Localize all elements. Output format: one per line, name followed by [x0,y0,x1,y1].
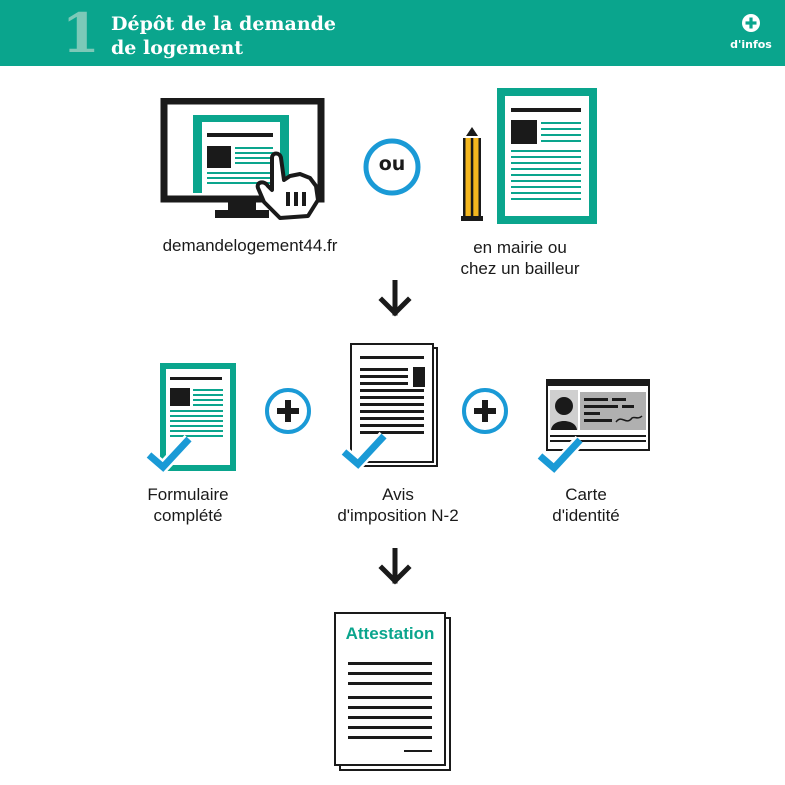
step-title: Dépôt de la demande de logement [111,12,411,60]
step-title-line1: Dépôt de la demande [111,13,337,35]
online-option-label: demandelogement44.fr [162,236,338,255]
plus-icon [265,388,311,434]
form-caption: Formulaire complété [118,484,258,526]
id-card-caption: Carte d'identité [516,484,656,526]
id-card-icon [536,379,650,474]
ou-circle-icon [363,138,421,196]
step-title-line2: de logement [111,37,244,59]
plus-icon [462,388,508,434]
id-card-caption-line1: Carte [565,485,607,504]
tax-notice-caption-line1: Avis [382,485,414,504]
plus-circle-icon [742,14,760,32]
form-caption-line1: Formulaire [147,485,229,504]
arrow-down-icon [378,280,412,317]
attestation-document-icon [334,612,451,771]
tax-notice-icon [340,343,438,473]
computer-monitor-icon [160,98,325,220]
completed-form-icon [145,363,236,475]
more-infos-label: d'infos [730,38,772,51]
paper-option-line2: chez un bailleur [460,259,580,278]
paper-option-label: en mairie ou chez un bailleur [425,237,615,279]
header-bar: 1 Dépôt de la demande de logement d'info… [0,0,785,66]
attestation-title: Attestation [345,624,435,643]
arrow-down-icon [378,548,412,585]
more-infos-button[interactable]: d'infos [722,14,780,60]
paper-option-line1: en mairie ou [473,238,567,257]
tax-notice-caption: Avis d'imposition N-2 [308,484,488,526]
step-number: 1 [62,1,100,65]
tax-notice-caption-line2: d'imposition N-2 [337,506,459,525]
ou-connector-label: ou [378,153,406,175]
id-card-caption-line2: d'identité [552,506,620,525]
form-caption-line2: complété [153,506,223,525]
paper-form-icon [497,88,597,224]
pencil-icon [461,127,483,221]
